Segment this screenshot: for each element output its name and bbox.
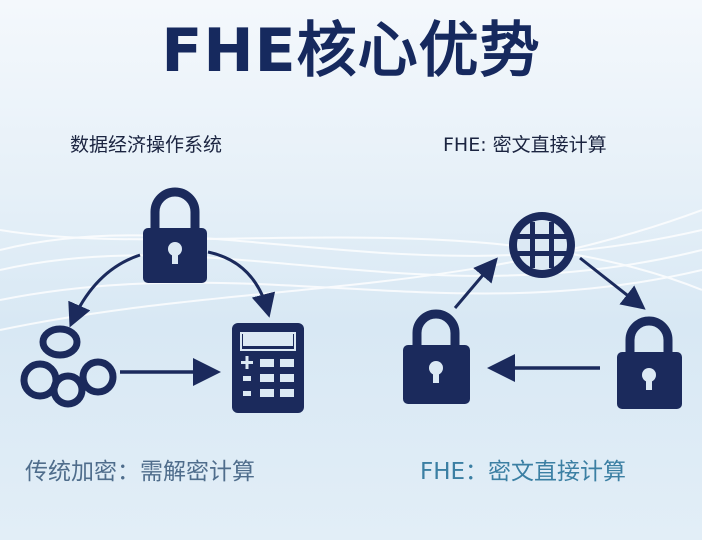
lock-icon (617, 316, 682, 409)
arrow-lock-to-globe (453, 257, 498, 309)
globe-icon (509, 212, 575, 278)
lock-icon (403, 309, 470, 404)
right-subtitle: FHE: 密文直接计算 (443, 134, 607, 156)
arrow-lock-to-chain (68, 253, 141, 328)
chain-icon (20, 325, 117, 408)
left-subtitle: 数据经济操作系统 (70, 134, 223, 156)
right-caption: FHE：密文直接计算 (420, 459, 627, 485)
left-caption: 传统加密：需解密计算 (25, 459, 255, 485)
arrow-lock-to-calculator (207, 250, 276, 318)
arrow-globe-to-lock (579, 256, 646, 310)
lock-icon (143, 187, 207, 283)
calculator-icon (232, 323, 304, 413)
page-title: FHE核心优势 (161, 16, 541, 86)
